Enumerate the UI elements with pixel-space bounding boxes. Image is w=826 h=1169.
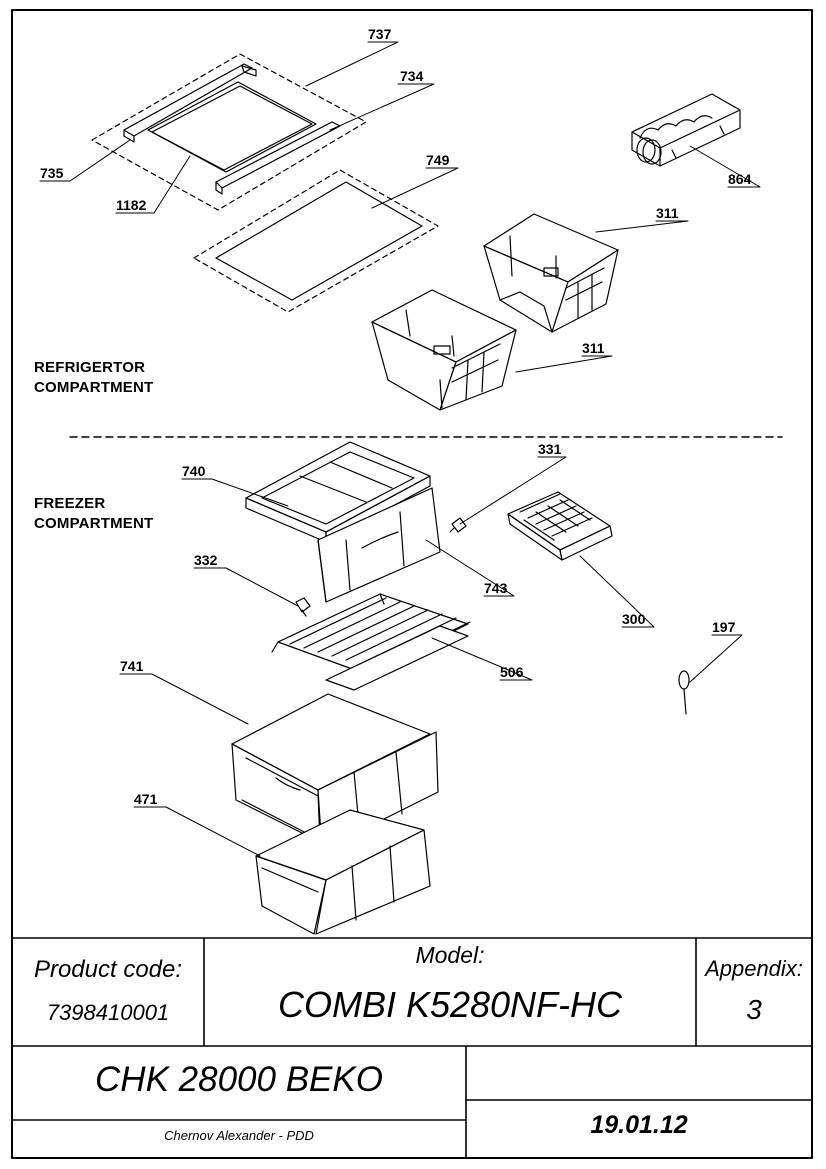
part-332-label: 332 (194, 552, 218, 568)
author-name: Chernov Alexander - PDD (164, 1128, 314, 1143)
part-331-label: 331 (538, 441, 562, 457)
hinge-pin-197 (678, 670, 690, 715)
refrigerator-label-line2: COMPARTMENT (34, 379, 154, 396)
wire-shelf-506 (271, 593, 471, 691)
appendix-value: 3 (746, 994, 762, 1025)
freezer-flap-743 (317, 487, 441, 603)
model-value: COMBI K5280NF-HC (277, 984, 623, 1025)
part-471-label: 471 (134, 791, 158, 807)
clip-332 (295, 597, 311, 617)
freezer-drawer-471 (255, 809, 431, 935)
glass-shelf-1182 (147, 81, 317, 173)
shelf-749-outline (193, 169, 439, 313)
glass-shelf-749 (215, 181, 423, 301)
part-311-upper-label: 311 (656, 205, 679, 221)
part-743-label: 743 (484, 580, 508, 596)
product-code-label: Product code: (33, 956, 183, 983)
page-frame (11, 9, 813, 1159)
model-label: Model: (415, 942, 485, 968)
clip-331 (449, 517, 467, 533)
freezer-section-label: FREEZER COMPARTMENT (34, 494, 153, 534)
part-741-label: 741 (120, 658, 144, 674)
part-737-label: 737 (368, 26, 392, 42)
shelf-frame-back-735 (123, 63, 257, 143)
crisper-311-lower (371, 289, 517, 411)
fan-housing-864 (631, 93, 741, 167)
part-735-label: 735 (40, 165, 64, 181)
part-300-label: 300 (622, 611, 646, 627)
chassis-name: CHK 28000 BEKO (95, 1060, 383, 1099)
refrigerator-label-line1: REFRIGERTOR (34, 359, 146, 376)
part-734-label: 734 (400, 68, 424, 84)
part-197-label: 197 (712, 619, 736, 635)
product-code-value: 7398410001 (46, 1000, 170, 1025)
revision-date: 19.01.12 (590, 1111, 688, 1139)
freezer-label-line1: FREEZER (34, 495, 106, 512)
crisper-311-upper (483, 213, 619, 333)
leader-lines (39, 41, 761, 857)
refrigerator-section-label: REFRIGERTOR COMPARTMENT (34, 358, 153, 398)
part-506-label: 506 (500, 664, 524, 680)
appendix-label: Appendix: (705, 956, 803, 981)
title-block-grid (11, 937, 813, 1159)
part-749-label: 749 (426, 152, 450, 168)
part-740-label: 740 (182, 463, 206, 479)
freezer-label-line2: COMPARTMENT (34, 515, 154, 532)
shelf-737-outline (91, 53, 367, 211)
part-864-label: 864 (728, 171, 752, 187)
part-1182-label: 1182 (116, 197, 147, 213)
ice-tray-300 (507, 491, 613, 561)
part-311-lower-label: 311 (582, 340, 605, 356)
